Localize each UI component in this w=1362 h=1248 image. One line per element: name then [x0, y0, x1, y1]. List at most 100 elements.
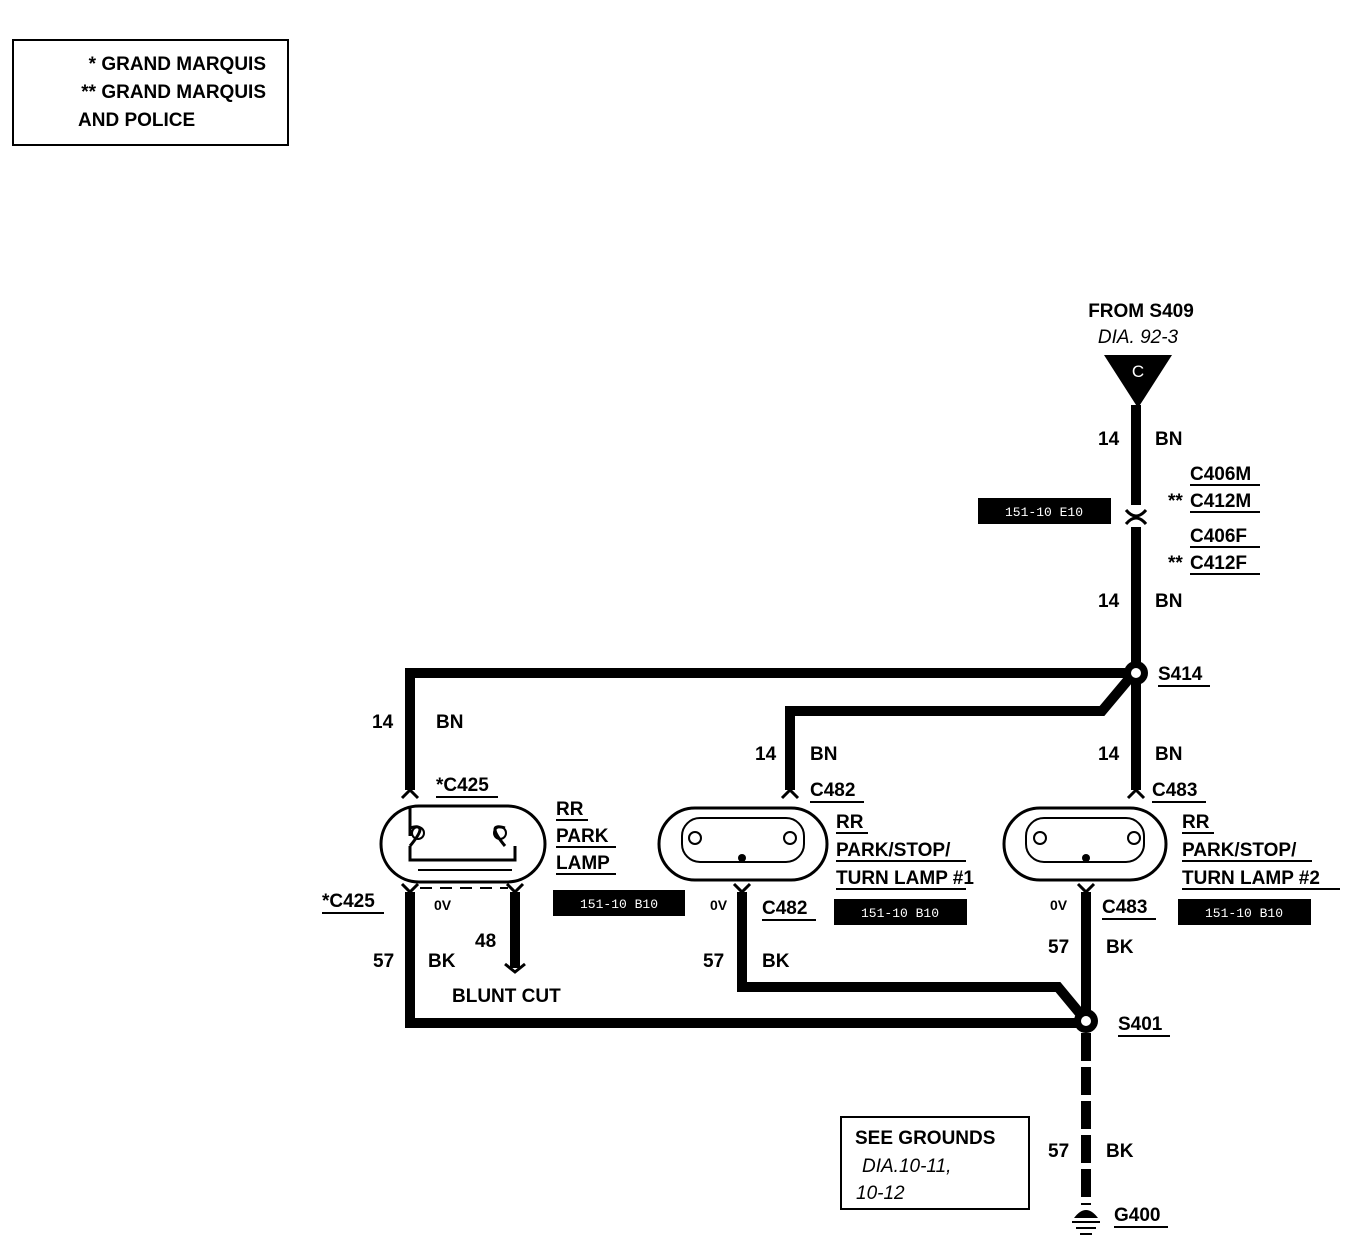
- lamp-left-body: [379, 804, 547, 884]
- wire-top2-color: BN: [1155, 591, 1182, 612]
- lamp-left-bulb-2: [493, 826, 507, 840]
- connector-c482-bottom: C482: [762, 898, 807, 919]
- connector-c483-top-symbol: [1126, 787, 1146, 800]
- splice-s414-label: S414: [1158, 664, 1203, 685]
- wire-mid-gauge: 14: [755, 744, 777, 765]
- voltage-right: 0V: [1050, 897, 1068, 913]
- wire-left-color: BN: [436, 712, 463, 733]
- wire-gnd-mid-gauge: 57: [703, 951, 724, 972]
- splice-s414-center: [1131, 668, 1141, 678]
- ground-g400-label: G400: [1114, 1205, 1160, 1226]
- connector-c483-bottom: C483: [1102, 897, 1147, 918]
- blunt-cut-symbol: [504, 962, 526, 974]
- connector-c406-female-symbol: [1124, 516, 1148, 526]
- connector-c483-top: C483: [1152, 780, 1197, 801]
- grounds-note-box: [840, 1116, 1030, 1210]
- ref-tag-right-text: 151-10 B10: [1205, 906, 1283, 921]
- ref-tag-left-text: 151-10 B10: [580, 897, 658, 912]
- connector-c482-top: C482: [810, 780, 855, 801]
- ref-tag-mid-text: 151-10 B10: [861, 906, 939, 921]
- connector-c482-top-symbol: [780, 787, 800, 800]
- connector-c412f-prefix: **: [1168, 553, 1183, 574]
- legend-box: [12, 39, 289, 146]
- wire-gnd-right-gauge: 57: [1048, 937, 1069, 958]
- grounds-note-line-2: DIA.10-11,: [862, 1156, 951, 1177]
- connector-c412f: C412F: [1190, 553, 1247, 574]
- connector-c425-bottom-symbol: [400, 882, 420, 895]
- lamp-mid-label-3: TURN LAMP #1: [836, 868, 974, 889]
- connector-c-triangle: [1104, 355, 1172, 408]
- grounds-note-line-1: SEE GROUNDS: [855, 1128, 995, 1149]
- ref-tag-top: [978, 498, 1111, 524]
- lamp-mid-bulb-1: [688, 831, 702, 845]
- lamp-right-filament: [1025, 817, 1145, 863]
- wire-gnd-mid-color: BK: [762, 951, 790, 972]
- connector-c483-bottom-symbol: [1076, 882, 1096, 895]
- wire-gnd-left-gauge: 57: [373, 951, 394, 972]
- splice-s401-center: [1081, 1016, 1091, 1026]
- lamp-left-label-1: RR: [556, 799, 584, 820]
- lamp-left-label-3: LAMP: [556, 853, 610, 874]
- lamp-right-bulb-2: [1127, 831, 1141, 845]
- lamp-right-label-3: TURN LAMP #2: [1182, 868, 1320, 889]
- legend: * GRAND MARQUIS ** GRAND MARQUIS AND POL…: [12, 39, 289, 146]
- wire-right-color: BN: [1155, 744, 1182, 765]
- lamp-mid-filament: [681, 817, 805, 863]
- lamp-right-ground-point: [1082, 854, 1090, 862]
- ground-cap: [1074, 1210, 1098, 1218]
- source-title: FROM S409: [1088, 301, 1194, 322]
- lamp-right-bulb-1: [1033, 831, 1047, 845]
- ref-tag-left: [553, 890, 685, 916]
- lamp-rr-park-stop-turn-1: [657, 806, 829, 882]
- wire-gnd-main-color: BK: [1106, 1141, 1134, 1162]
- wire-top2-gauge: 14: [1098, 591, 1120, 612]
- legend-line-1: * GRAND MARQUIS: [89, 54, 266, 75]
- lamp-rr-park-stop-turn-2: [1002, 806, 1168, 882]
- blunt-cut-label: BLUNT CUT: [452, 986, 561, 1007]
- connector-c406-male-symbol: [1124, 508, 1148, 518]
- ref-tag-top-text: 151-10 E10: [1005, 505, 1083, 520]
- lamp-left-label-2: PARK: [556, 826, 609, 847]
- wire-left-gauge: 14: [372, 712, 394, 733]
- wire-gnd-main-gauge: 57: [1048, 1141, 1069, 1162]
- legend-line-3: AND POLICE: [78, 110, 195, 131]
- wire-bk-mid: [737, 892, 1086, 1020]
- connector-c425-bottom-symbol-2: [505, 882, 525, 895]
- grounds-note-line-3: 10-12: [856, 1183, 905, 1204]
- legend-line-2: ** GRAND MARQUIS: [81, 82, 266, 103]
- connector-c425-top-symbol: [400, 787, 420, 800]
- source-ref: DIA. 92-3: [1098, 327, 1179, 348]
- wire-bn-mid-horizontal: [790, 676, 1132, 716]
- lamp-rr-park: [379, 804, 547, 884]
- connector-c412m: C412M: [1190, 491, 1251, 512]
- connector-c482-bottom-symbol: [732, 882, 752, 895]
- voltage-left: 0V: [434, 897, 452, 913]
- connector-c425-bottom: *C425: [322, 891, 375, 912]
- connector-c425-top: *C425: [436, 775, 489, 796]
- connector-c406f: C406F: [1190, 526, 1247, 547]
- lamp-right-label-1: RR: [1182, 812, 1210, 833]
- ground-g400-symbol: [1072, 1210, 1100, 1235]
- grounds-note: SEE GROUNDS DIA.10-11, 10-12: [840, 1116, 1030, 1210]
- wire-gnd-left-color: BK: [428, 951, 456, 972]
- ref-tag-mid: [834, 899, 967, 925]
- lamp-mid-bulb-2: [783, 831, 797, 845]
- wire-bk-left: [405, 892, 1078, 1028]
- ref-tag-right: [1178, 899, 1311, 925]
- connector-c412m-prefix: **: [1168, 491, 1183, 512]
- splice-s401-label: S401: [1118, 1014, 1163, 1035]
- lamp-right-label-2: PARK/STOP/: [1182, 840, 1297, 861]
- connector-c406m: C406M: [1190, 464, 1251, 485]
- connector-c-label: C: [1132, 362, 1144, 381]
- lamp-left-filament: [408, 808, 517, 862]
- wire-mid-color: BN: [810, 744, 837, 765]
- lamp-mid-label-2: PARK/STOP/: [836, 840, 951, 861]
- wire-right-gauge: 14: [1098, 744, 1120, 765]
- wire-top1-color: BN: [1155, 429, 1182, 450]
- lamp-mid-label-1: RR: [836, 812, 864, 833]
- lamp-left-bulb-1: [411, 826, 425, 840]
- wire-gnd-right-color: BK: [1106, 937, 1134, 958]
- wire-top1-gauge: 14: [1098, 429, 1120, 450]
- lamp-mid-ground-point: [738, 854, 746, 862]
